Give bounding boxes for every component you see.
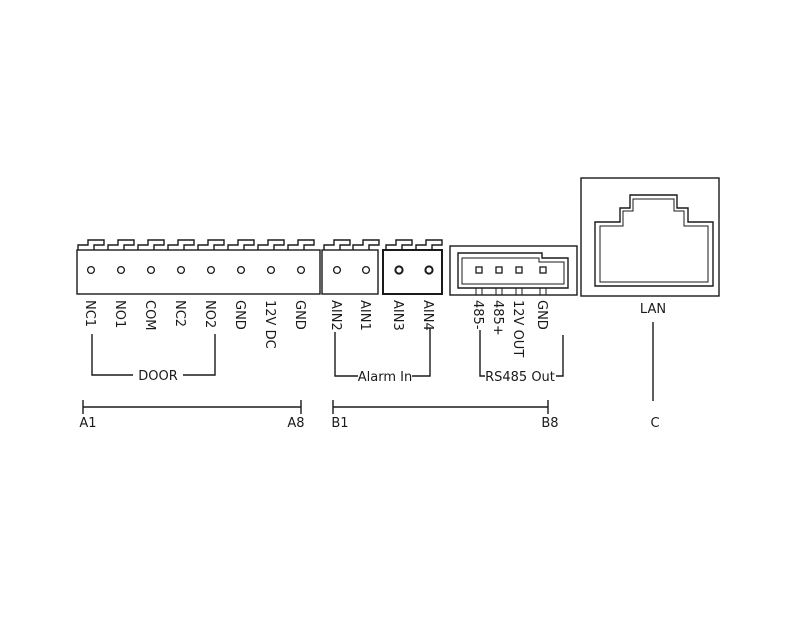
terminal-label: NO1: [112, 300, 127, 328]
terminal-label: GND: [232, 300, 247, 330]
range-b: [332, 400, 549, 414]
terminal-pin: [296, 265, 306, 275]
terminal-label: AIN2: [328, 300, 343, 331]
rs485-terminal-label: 12V OUT: [510, 300, 525, 357]
terminal-label: NC2: [172, 300, 187, 327]
terminal-pin: [116, 265, 126, 275]
rs485-out-group-label: RS485 Out: [485, 370, 555, 385]
terminal-label: AIN3: [390, 300, 405, 331]
lan-port: [580, 177, 720, 297]
alarm-in-group-label: Alarm In: [358, 370, 412, 385]
terminal-pin: [236, 265, 246, 275]
lan-label: LAN: [640, 302, 666, 317]
alarm-terminal-block-2: [382, 239, 443, 295]
terminal-pin: [146, 265, 156, 275]
rs485-pin: [495, 266, 503, 274]
range-label-a8: A8: [287, 416, 304, 431]
rs485-terminal-label: GND: [534, 300, 549, 330]
terminal-label: COM: [142, 300, 157, 331]
terminal-pin: [424, 265, 434, 275]
rs485-terminal-label: 485-: [470, 300, 485, 330]
rs485-pin: [515, 266, 523, 274]
terminal-label: GND: [292, 300, 307, 330]
rs485-pin: [475, 266, 483, 274]
range-label-a1: A1: [79, 416, 96, 431]
terminal-pin: [332, 265, 342, 275]
terminal-label: NO2: [202, 300, 217, 328]
rs485-connector: [449, 245, 578, 296]
terminal-pin: [361, 265, 371, 275]
rs485-pin: [539, 266, 547, 274]
terminal-label: AIN1: [357, 300, 372, 331]
door-terminal-block: [76, 239, 321, 295]
range-label-b1: B1: [331, 416, 348, 431]
range-label-b8: B8: [541, 416, 558, 431]
alarm-terminal-block-1: [321, 239, 380, 295]
terminal-label: AIN4: [420, 300, 435, 331]
terminal-label: NC1: [82, 300, 97, 327]
rs485-terminal-label: 485+: [490, 300, 505, 336]
terminal-pin: [394, 265, 404, 275]
terminal-pin: [266, 265, 276, 275]
terminal-pin: [176, 265, 186, 275]
door-group-label: DOOR: [138, 369, 178, 384]
terminal-pin: [206, 265, 216, 275]
terminal-label: 12V DC: [262, 300, 277, 349]
range-label-c: C: [650, 416, 659, 431]
terminal-pin: [86, 265, 96, 275]
range-a: [82, 400, 302, 414]
